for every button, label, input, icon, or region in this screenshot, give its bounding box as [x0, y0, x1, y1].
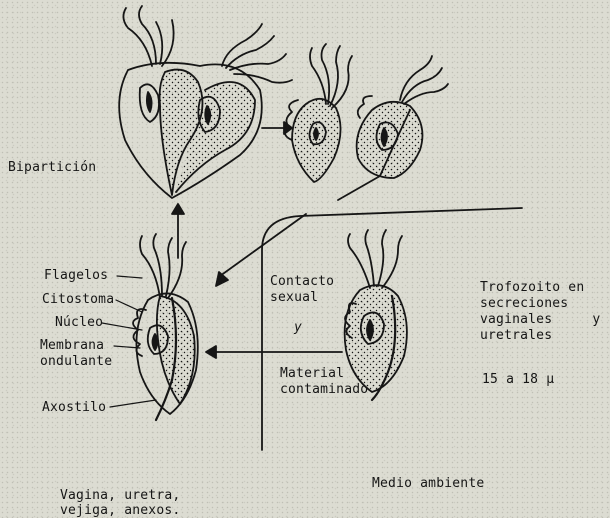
labeled-trophozoite	[133, 234, 198, 420]
label-trofozoito-line3: vaginales y	[480, 312, 600, 327]
label-contacto-line2: sexual	[270, 290, 318, 305]
label-medio-ambiente: Medio ambiente	[372, 476, 484, 491]
label-y: y	[294, 320, 302, 335]
label-size: 15 a 18 µ	[482, 372, 554, 387]
label-material-line2: contaminado	[280, 382, 368, 397]
label-trofozoito-line4: uretrales	[480, 328, 552, 343]
environment-trophozoite	[345, 230, 407, 400]
label-material-line1: Material	[280, 366, 344, 381]
label-membrana-line2: ondulante	[40, 354, 112, 369]
label-trofozoito-line2: secreciones	[480, 296, 568, 311]
arrow-left-icon	[206, 346, 342, 358]
daughter-trophozoite-right	[338, 56, 448, 200]
label-nucleo: Núcleo	[55, 315, 103, 330]
daughter-trophozoite-left	[285, 44, 352, 182]
label-membrana-line1: Membrana	[40, 338, 104, 353]
dividing-trophozoite	[119, 6, 292, 198]
label-vagina-line1: Vagina, uretra,	[60, 488, 180, 503]
label-vagina-line2: vejiga, anexos.	[60, 503, 180, 518]
label-flagelos: Flagelos	[44, 268, 108, 283]
label-contacto-line1: Contacto	[270, 274, 334, 289]
label-citostoma: Citostoma	[42, 292, 114, 307]
label-axostilo: Axostilo	[42, 400, 106, 415]
label-trofozoito-line1: Trofozoito en	[480, 280, 584, 295]
label-biparticion: Bipartición	[8, 160, 96, 175]
